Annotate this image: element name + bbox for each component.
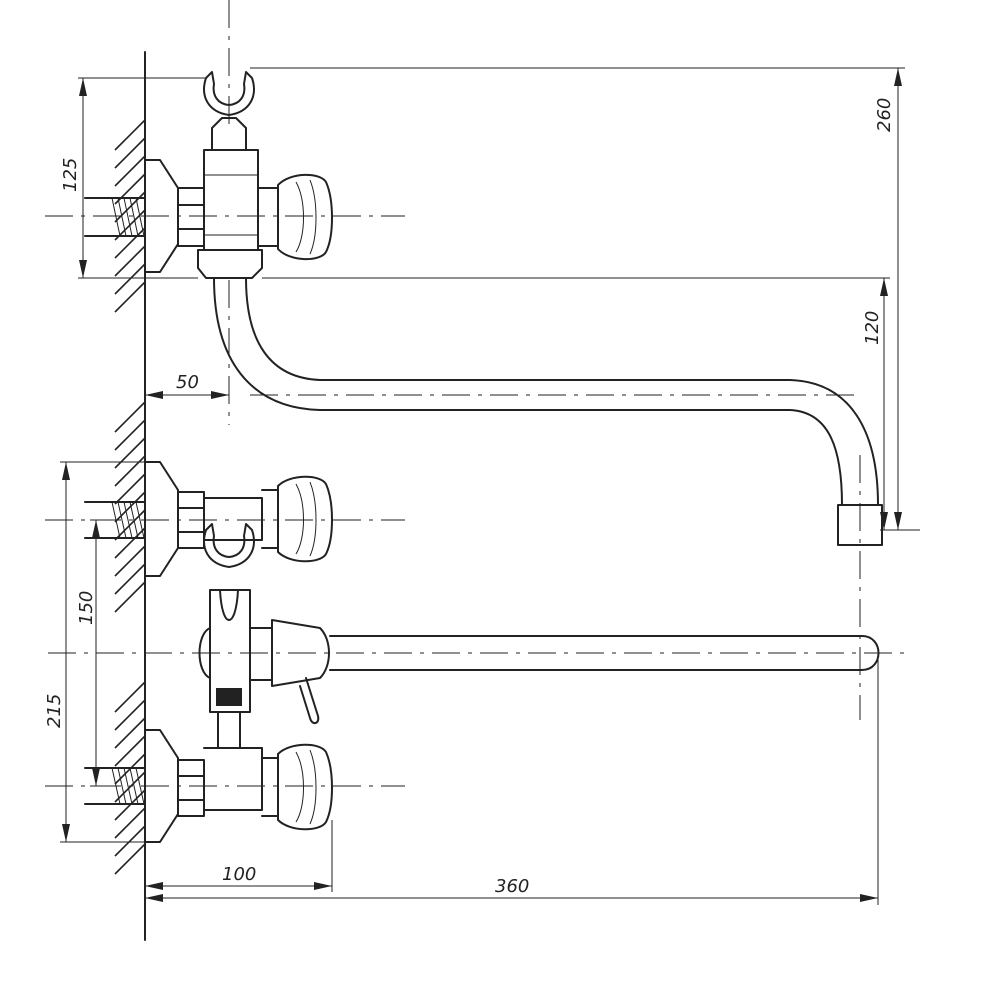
spout-swivel-nut [271, 619, 330, 687]
lower-bottom-hex-nut [177, 759, 205, 817]
dimension-lines [60, 67, 920, 905]
upper-shower-hook [203, 71, 255, 116]
wall-hatching-bottom [114, 681, 146, 875]
diverter-button [216, 688, 242, 706]
lower-shower-hook [203, 523, 255, 568]
upper-spout-collar [197, 249, 263, 279]
lower-connection-neck [217, 711, 241, 749]
dim-label-360: 360 [495, 876, 529, 897]
straight-spout [329, 635, 880, 671]
lower-bottom-body [203, 747, 263, 811]
dim-label-215: 215 [44, 694, 65, 728]
diverter-body [209, 589, 251, 713]
upper-aerator [837, 504, 883, 546]
dim-label-100: 100 [222, 864, 256, 885]
dim-label-125: 125 [60, 158, 81, 192]
upper-stem [257, 187, 279, 247]
dim-label-150: 150 [76, 591, 97, 625]
lower-faucet-view [45, 461, 905, 843]
upper-faucet-view [45, 0, 883, 720]
dim-label-120: 120 [862, 311, 883, 345]
upper-handle-ribs [295, 179, 317, 255]
wall-hatching-middle [114, 401, 146, 613]
lower-bottom-stem [261, 757, 279, 817]
dim-label-50: 50 [176, 372, 199, 393]
lower-bottom-handle-ribs [295, 749, 317, 825]
diverter-lever [299, 677, 320, 724]
upper-spout-inner [245, 277, 879, 506]
diverter-right-connector [249, 627, 273, 681]
lower-bottom-handle [277, 743, 333, 831]
lower-top-stem [261, 489, 279, 549]
lower-top-body [203, 497, 263, 541]
upper-inlet-thread [84, 197, 146, 237]
dim-label-260: 260 [874, 98, 895, 132]
diverter-lever-top [219, 589, 239, 621]
lower-top-flange [144, 461, 179, 577]
lower-top-handle [277, 475, 333, 563]
upper-spout-outer [213, 277, 843, 506]
wall [114, 51, 146, 941]
upper-handle [277, 173, 333, 261]
upper-valve-body-lines [204, 174, 258, 236]
upper-hex-nut [177, 187, 205, 247]
lower-top-handle-ribs [295, 481, 317, 557]
